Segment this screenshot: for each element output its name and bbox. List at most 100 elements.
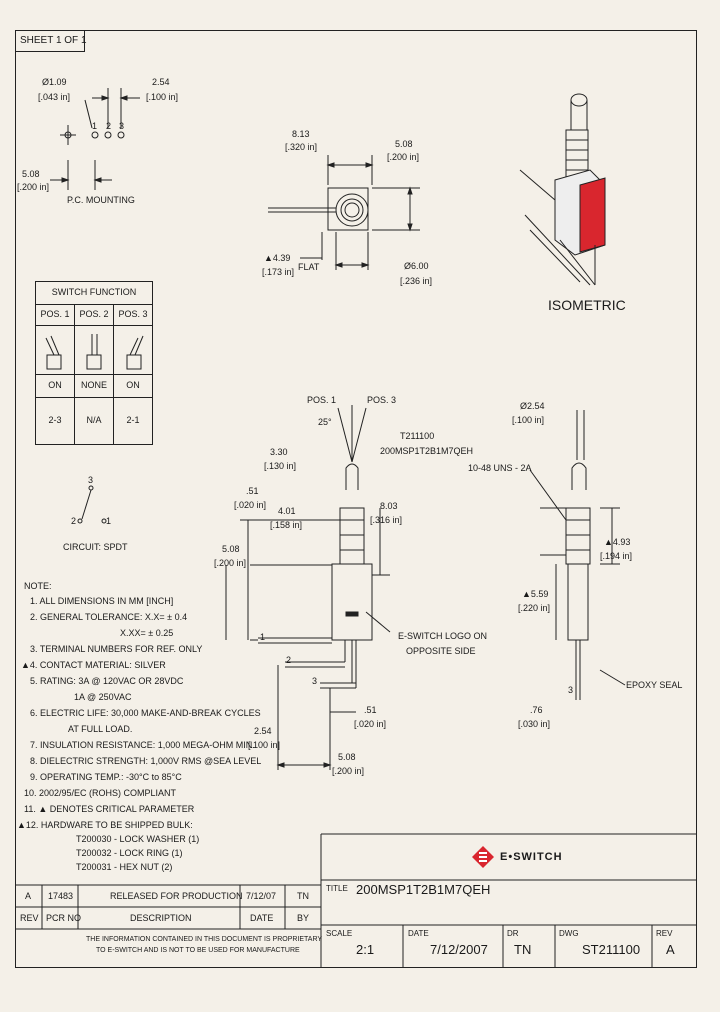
front-logo-note-1: E-SWITCH LOGO ON: [398, 631, 488, 641]
right-d3-in: [.030 in]: [518, 719, 551, 729]
front-pos1: POS. 1: [307, 395, 337, 405]
scale-value: 2:1: [356, 942, 375, 957]
dr-value: TN: [514, 942, 532, 957]
front-d4: 8.03: [380, 501, 398, 511]
circuit-pin-2: 2: [71, 516, 77, 526]
sf-header-1: POS. 1: [35, 304, 75, 326]
front-logo-note-2: OPPOSITE SIDE: [406, 646, 476, 656]
dr-label: DR: [507, 929, 519, 938]
proprietary-line-2: TO E-SWITCH AND IS NOT TO BE USED FOR MA…: [96, 947, 300, 954]
pc-offset: 5.08: [22, 169, 40, 179]
front-d6-in: [.020 in]: [354, 719, 387, 729]
rev-header-date: DATE: [250, 913, 274, 923]
side-thread-dia-in: [.236 in]: [400, 276, 433, 286]
notes-title: NOTE:: [24, 581, 52, 591]
pc-hole-dia: Ø1.09: [42, 77, 67, 87]
dwg-label: DWG: [559, 929, 579, 938]
note-line: 1A @ 250VAC: [74, 692, 132, 702]
pc-pin-1: 1: [92, 121, 98, 131]
note-line: 2. GENERAL TOLERANCE: X.X= ± 0.4: [30, 612, 188, 622]
right-d2: ▲5.59: [522, 589, 549, 599]
right-d1: ▲4.93: [604, 537, 631, 547]
note-line: AT FULL LOAD.: [68, 724, 133, 734]
note-line: 10. 2002/95/EC (ROHS) COMPLIANT: [24, 788, 177, 798]
right-d2-in: [.220 in]: [518, 603, 551, 613]
rev-desc: RELEASED FOR PRODUCTION: [110, 891, 243, 901]
e-switch-logo: E•SWITCH: [472, 846, 612, 868]
sf-icon-cell-1: [35, 325, 75, 375]
rev-pcr: 17483: [48, 891, 74, 901]
sf-state-1: ON: [35, 374, 75, 398]
side-view-drawing: [268, 155, 420, 270]
note-line: X.XX= ± 0.25: [120, 628, 174, 638]
drawing-border: [15, 30, 697, 968]
rev-header-by: BY: [297, 913, 310, 923]
side-flat-dim-in: [.173 in]: [262, 267, 295, 277]
side-height-in: [.200 in]: [387, 152, 420, 162]
note-line: 9. OPERATING TEMP.: -30°C to 85°C: [30, 772, 182, 782]
front-d5-in: [.200 in]: [214, 558, 247, 568]
right-d2-value: 5.59: [530, 589, 549, 599]
pc-pin-2: 2: [106, 121, 112, 131]
right-dia: Ø2.54: [520, 401, 545, 411]
rev-date: 7/12/07: [246, 891, 277, 901]
rev-header-pcr: PCR NO: [46, 913, 82, 923]
rev-value: A: [25, 891, 32, 901]
side-flat-dim-value: 4.39: [272, 253, 291, 263]
note-line: 8. DIELECTRIC STRENGTH: 1,000V RMS @SEA …: [30, 756, 262, 766]
note-line: ▲12. HARDWARE TO BE SHIPPED BULK:: [17, 820, 193, 830]
note-line: 7. INSULATION RESISTANCE: 1,000 MEGA-OHM…: [30, 740, 255, 750]
front-view-drawing: [225, 405, 391, 770]
pc-mounting-label: P.C. MOUNTING: [67, 195, 135, 205]
right-epoxy: EPOXY SEAL: [626, 680, 683, 690]
e-switch-logo-icon: [472, 846, 494, 868]
dwg-value: ST211100: [582, 942, 641, 957]
proprietary-line-1: THE INFORMATION CONTAINED IN THIS DOCUME…: [86, 936, 323, 943]
front-d1-in: [.130 in]: [264, 461, 297, 471]
note-line: 11. ▲ DENOTES CRITICAL PARAMETER: [24, 804, 195, 814]
sf-header-3: POS. 3: [113, 304, 153, 326]
circuit-pin-1: 1: [106, 516, 112, 526]
pc-pitch: 2.54: [152, 77, 170, 87]
right-d3: .76: [530, 705, 543, 715]
date-value: 7/12/2007: [430, 942, 488, 957]
front-pin-1: 1: [260, 632, 266, 642]
right-d1-value: 4.93: [612, 537, 631, 547]
front-pin-3: 3: [312, 676, 318, 686]
sf-state-3: ON: [113, 374, 153, 398]
sheet-box: [15, 30, 85, 52]
lower-block-lines: [15, 833, 697, 968]
rev-header-desc: DESCRIPTION: [130, 913, 192, 923]
sf-state-2: NONE: [74, 374, 114, 398]
side-flat-dim: ▲4.39: [264, 253, 291, 263]
sf-icon-cell-3: [113, 325, 153, 375]
front-pos3: POS. 3: [367, 395, 397, 405]
sf-header-2: POS. 2: [74, 304, 114, 326]
circuit-label: CIRCUIT: SPDT: [63, 542, 128, 552]
front-d3-in: [.158 in]: [270, 520, 303, 530]
side-width: 8.13: [292, 129, 310, 139]
circuit-drawing: [77, 485, 107, 524]
side-height: 5.08: [395, 139, 413, 149]
sf-terminal-1: 2-3: [35, 397, 75, 445]
note-line: 5. RATING: 3A @ 120VAC OR 28VDC: [30, 676, 184, 686]
note-line: 1. ALL DIMENSIONS IN MM [INCH]: [30, 596, 174, 606]
front-part-no: 200MSP1T2B1M7QEH: [380, 446, 474, 456]
rev-block-value: A: [666, 942, 675, 957]
pc-mounting-drawing: [50, 88, 140, 190]
front-d7: 2.54: [254, 726, 272, 736]
side-thread-dia: Ø6.00: [404, 261, 429, 271]
scale-label: SCALE: [326, 929, 353, 938]
pc-pitch-in: [.100 in]: [146, 92, 179, 102]
front-d7-in: [.100 in]: [248, 740, 281, 750]
front-angle: 25°: [318, 417, 332, 427]
pc-hole-dia-in: [.043 in]: [38, 92, 71, 102]
circuit-pin-3: 3: [88, 475, 94, 485]
pc-offset-in: [.200 in]: [17, 182, 50, 192]
note-line: T200032 - LOCK RING (1): [76, 848, 183, 858]
rev-by: TN: [297, 891, 309, 901]
right-dia-in: [.100 in]: [512, 415, 545, 425]
front-d4-in: [.316 in]: [370, 515, 403, 525]
side-flat-label: FLAT: [298, 262, 320, 272]
